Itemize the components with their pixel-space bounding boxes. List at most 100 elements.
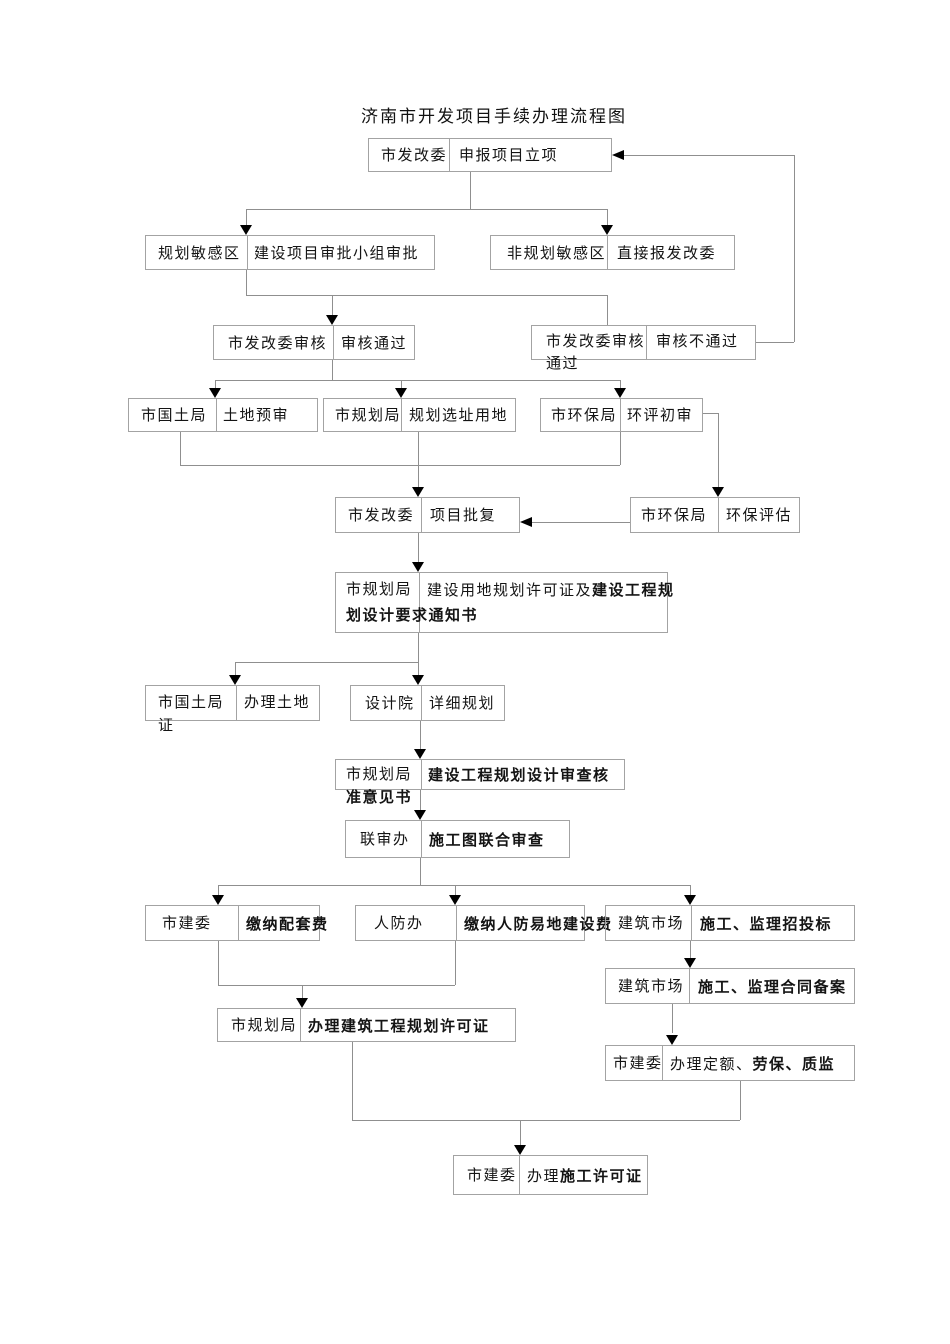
connector-line (218, 941, 219, 985)
node-text-segment: 详细规划 (429, 696, 496, 712)
arrowhead-down (412, 562, 424, 572)
connector-line (794, 155, 795, 342)
node-text: 缴纳配套费 (246, 915, 329, 935)
connector-line (246, 209, 247, 226)
node-shigong-jianli-zhaotoubiao: 建筑市场施工、监理招投标 (605, 905, 855, 941)
arrowhead-down (449, 895, 461, 905)
node-text-segment: 市规划局 (335, 408, 402, 424)
node-text-segment: 准意见书 (346, 789, 413, 806)
connector-line (718, 413, 719, 488)
node-text-segment: 市建委 (467, 1168, 517, 1184)
node-tudi-yushen: 市国土局土地预审 (128, 398, 318, 432)
node-text: 办理定额、劳保、质监 (670, 1055, 835, 1075)
node-text-segment: 施工许可证 (560, 1168, 643, 1185)
arrowhead-down (414, 749, 426, 759)
connector-line (672, 1004, 673, 1033)
connector-line (332, 360, 333, 380)
connector-line (235, 662, 418, 663)
node-text: 缴纳人防易地建设费 (464, 915, 613, 935)
node-text-segment: 联审办 (360, 832, 410, 848)
connector-line (352, 1042, 353, 1120)
node-text: 市国土局 (158, 694, 224, 713)
connector-line (180, 432, 181, 465)
node-text: 市环保局 (551, 407, 617, 426)
connector-line (690, 885, 691, 896)
node-text: 办理施工许可证 (527, 1167, 643, 1187)
node-text: 市规划局 (335, 407, 401, 426)
connector-line (607, 209, 608, 226)
node-text-segment: 市环保局 (551, 408, 618, 424)
node-text: 市发改委 (381, 147, 447, 166)
cell-divider (646, 326, 647, 359)
node-text: 施工图联合审查 (429, 831, 545, 851)
node-text: 审核不通过 (656, 333, 739, 352)
node-banli-tudizheng: 市国土局办理土地证 (145, 685, 320, 734)
node-huanping-chushen: 市环保局环评初审 (540, 398, 703, 432)
arrowhead-down (412, 675, 424, 685)
node-text-segment: 审核不通过 (656, 334, 739, 350)
node-text-segment: 市规划局 (231, 1018, 298, 1034)
cell-divider (421, 686, 422, 720)
node-text: 人防办 (374, 915, 424, 934)
arrowhead-down (601, 225, 613, 235)
cell-divider (691, 906, 692, 940)
connector-line (455, 885, 456, 896)
node-text-segment: 缴纳人防易地建设费 (464, 916, 613, 933)
node-text-segment: 市发改委审核 (228, 336, 328, 352)
node-text: 施工、监理合同备案 (698, 978, 847, 998)
connector-line (246, 209, 607, 210)
arrowhead-down (514, 1145, 526, 1155)
arrowhead-down (326, 315, 338, 325)
arrowhead-down (209, 388, 221, 398)
node-text: 办理建筑工程规划许可证 (308, 1017, 490, 1037)
connector-line (218, 985, 455, 986)
node-guihua-minganqu: 规划敏感区建设项目审批小组审批 (145, 235, 435, 270)
connector-line (620, 380, 621, 389)
node-text-segment: 审核通过 (341, 336, 408, 352)
node-text-segment: 建设工程规划设计审查核 (428, 767, 610, 784)
connector-line (235, 662, 236, 676)
node-text-segment: 施工、监理招投标 (700, 916, 833, 933)
node-text-segment: 市国土局 (158, 695, 225, 711)
node-text-segment: 市环保局 (641, 508, 708, 524)
connector-line (246, 270, 247, 295)
node-shenbao-lixiang: 市发改委申报项目立项 (368, 138, 612, 172)
cell-divider (662, 1046, 663, 1080)
flowchart-title: 济南市开发项目手续办理流程图 (361, 107, 627, 126)
node-text-segment: 办理定额、 (670, 1057, 753, 1073)
cell-divider (247, 236, 248, 269)
node-jiaona-peitaofei: 市建委 缴纳配套费 (145, 905, 327, 941)
node-text-segment: 市规划局 (346, 767, 413, 783)
node-shigong-xukezheng: 市建委办理施工许可证 (453, 1155, 648, 1195)
node-text-segment: 市发改委 (348, 508, 415, 524)
node-text-segment: 直接报发改委 (617, 246, 717, 262)
node-text-segment: 环保评估 (726, 508, 793, 524)
node-text-segment: 市建委 (613, 1056, 663, 1072)
node-text-segment: 建设用地规划许可证及 (427, 583, 593, 599)
node-text: 市建委 (162, 915, 212, 934)
connector-line (690, 941, 691, 959)
node-text-segment: 缴纳配套费 (246, 916, 329, 933)
connector-line (532, 522, 630, 523)
connector-line (218, 885, 690, 886)
node-lianshenban-lianhe-shencha: 联审办 施工图联合审查 (345, 820, 570, 858)
node-text-segment: 建设工程规 (592, 582, 675, 599)
cell-divider (421, 760, 422, 789)
node-text: 市规划局 (346, 581, 412, 600)
node-fei-guihua-minganqu: 非规划敏感区直接报发改委 (490, 235, 735, 270)
node-text: 规划敏感区 (158, 245, 241, 264)
node-text: 办理土地 (244, 694, 310, 713)
arrowhead-down (614, 388, 626, 398)
connector-line (215, 380, 620, 381)
node-text: 建筑市场 (618, 978, 684, 997)
node-text-segment: 人防办 (374, 916, 424, 932)
arrowhead-down (712, 487, 724, 497)
connector-line (215, 380, 216, 389)
node-text-segment: 市规划局 (346, 582, 413, 598)
cell-divider (421, 498, 422, 532)
node-text: 市环保局 (641, 507, 707, 526)
node-text-segment: 划设计要求通知书 (346, 607, 479, 624)
node-text: 申报项目立项 (459, 147, 558, 166)
node-renfang-jianshefei: 人防办 缴纳人防易地建设费 (355, 905, 611, 941)
node-text-segment: 通过 (546, 356, 580, 372)
